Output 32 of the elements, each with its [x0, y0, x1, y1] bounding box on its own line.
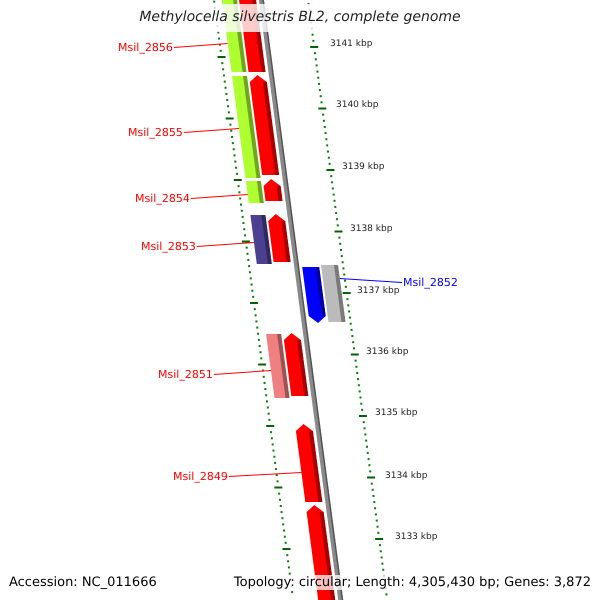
genome-info-text: Topology: circular; Length: 4,305,430 bp; Genes: 3,872 — [232, 575, 593, 590]
leader-line — [190, 194, 248, 199]
gene-label: Msil_2853 — [141, 241, 196, 252]
gene-label: Msil_2856 — [118, 42, 173, 53]
scale-label: 3140 kbp — [336, 101, 378, 110]
gene-label: Msil_2852 — [403, 277, 458, 288]
gene-label: Msil_2855 — [128, 127, 183, 138]
scale-label: 3133 kbp — [395, 533, 438, 542]
leader-line — [173, 43, 228, 48]
leader-line — [196, 242, 254, 247]
scale-label: 3134 kbp — [385, 472, 428, 481]
gene-feature — [246, 181, 264, 203]
gene-label: Msil_2854 — [135, 193, 190, 204]
gene-feature — [296, 424, 322, 502]
gene-feature — [250, 215, 272, 264]
scale-label: 3138 kbp — [350, 225, 392, 234]
scale-label: 3139 kbp — [342, 163, 384, 172]
title: Methylocella silvestris BL2, complete genome — [138, 10, 462, 24]
leader-line — [183, 128, 240, 133]
leader-line — [213, 370, 272, 375]
scale-label: 3137 kbp — [357, 287, 400, 296]
gene-label: Msil_2849 — [173, 471, 228, 482]
accession-text: Accession: NC_011666 — [7, 575, 159, 590]
scale-label: 3141 kbp — [330, 40, 372, 49]
leader-line — [339, 278, 402, 283]
leader-line — [228, 472, 302, 477]
scale-label: 3135 kbp — [375, 409, 418, 418]
scale-label: 3136 kbp — [366, 348, 408, 357]
gene-feature — [266, 334, 290, 398]
gene-feature — [321, 265, 346, 322]
gene-label: Msil_2851 — [158, 369, 213, 380]
gene-feature — [232, 76, 260, 178]
